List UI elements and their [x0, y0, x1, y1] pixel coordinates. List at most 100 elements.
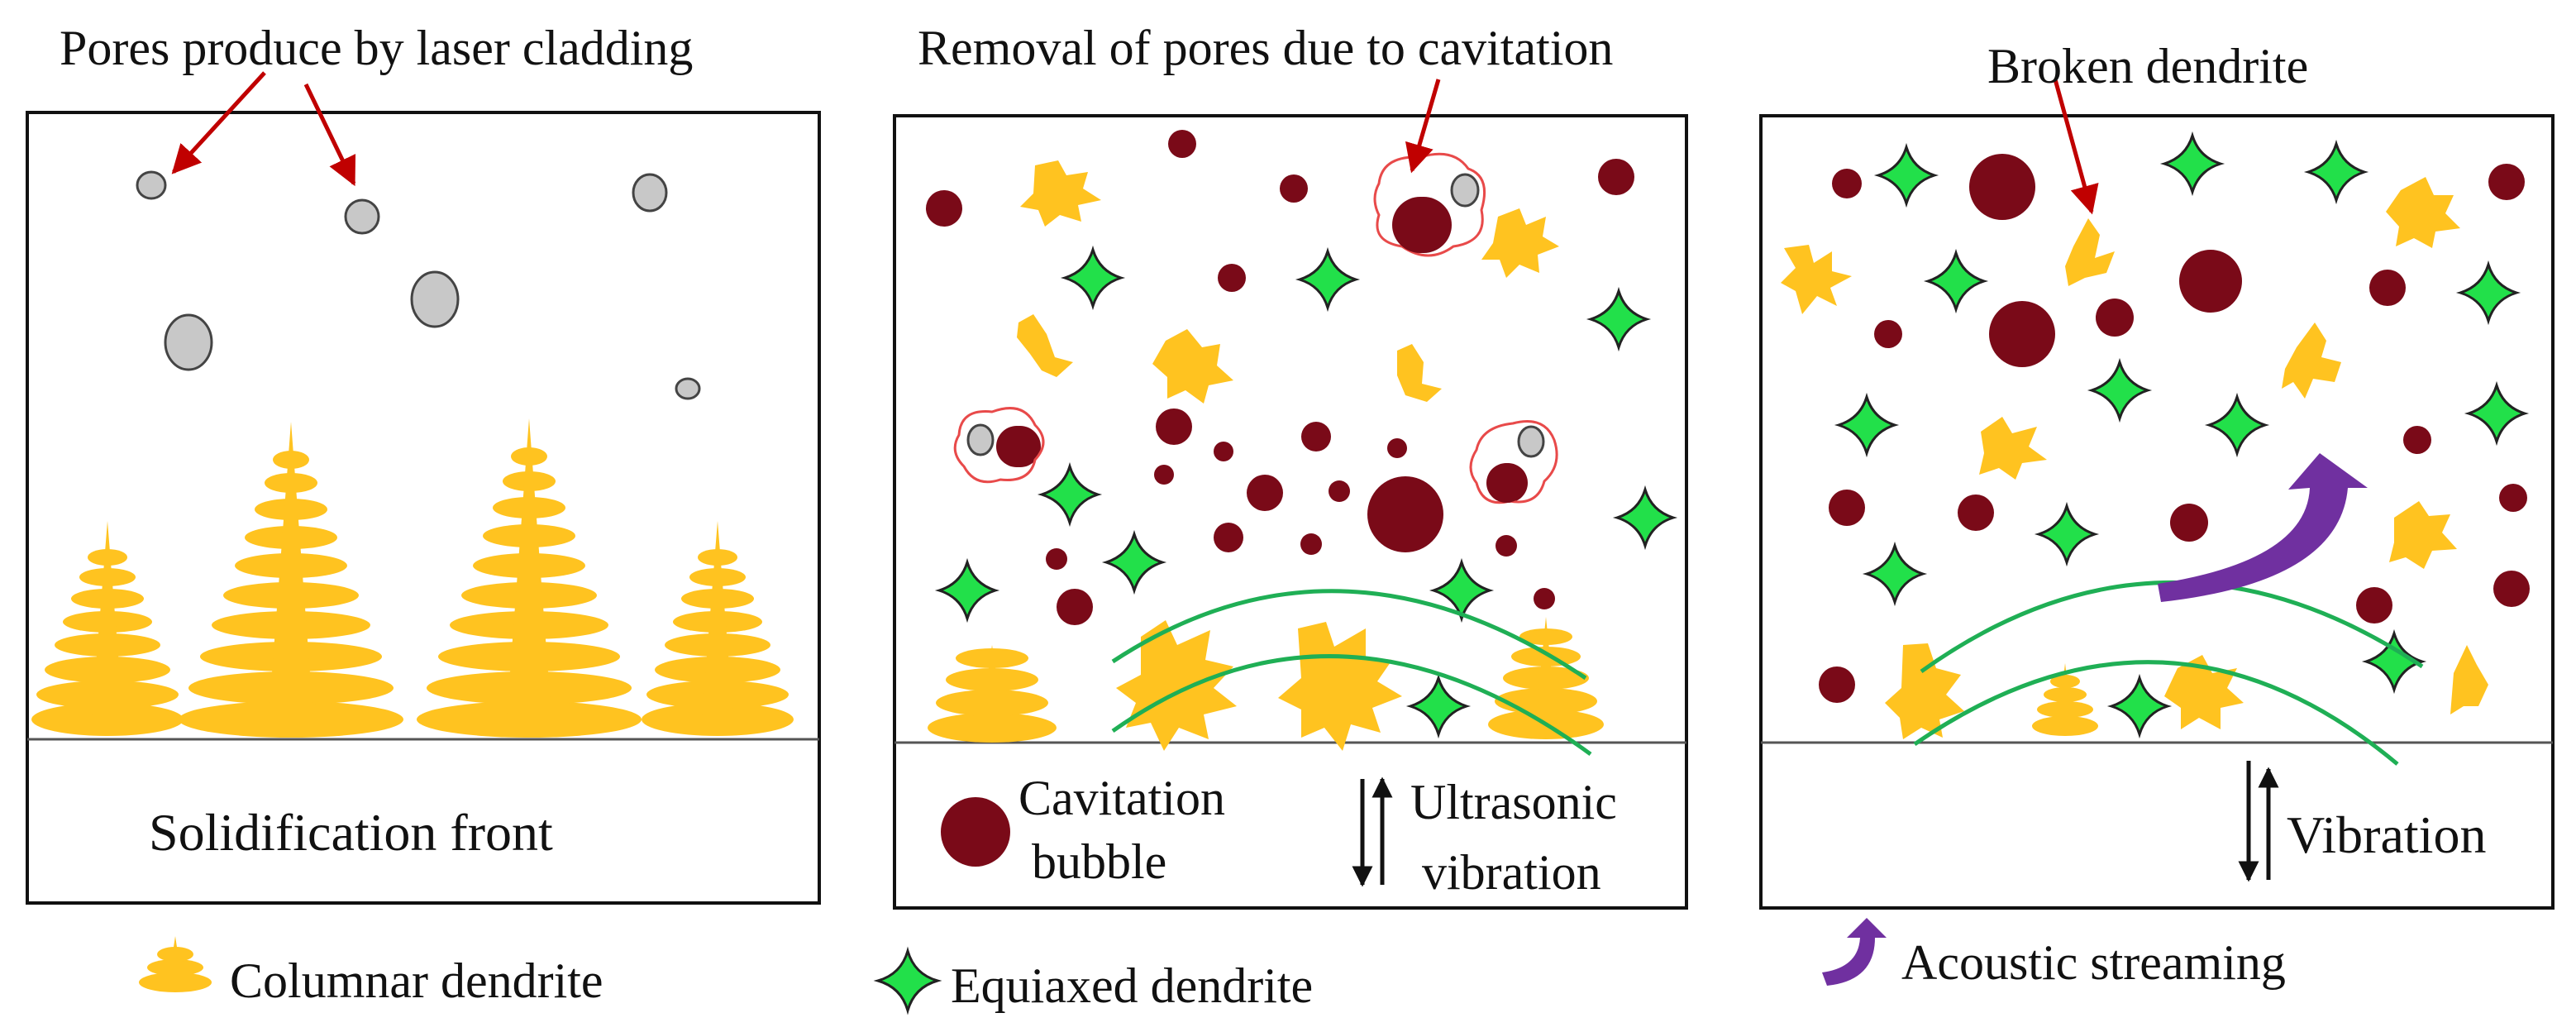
cavitation-bubble — [1832, 169, 1862, 198]
ultrasonic-vibration-label-line2: vibration — [1422, 845, 1601, 900]
broken-dendrite — [1397, 344, 1442, 402]
equiaxed-dendrite — [2159, 131, 2225, 197]
broken-dendrite — [1979, 417, 2047, 480]
panel2-title: Removal of pores due to cavitation — [918, 21, 1614, 75]
ultrasonic-vibration-label-line1: Ultrasonic — [1410, 775, 1617, 829]
cavitation-bubble — [2179, 250, 2242, 313]
legend-columnar-dendrite-label: Columnar dendrite — [230, 953, 603, 1008]
equiaxed-dendrite — [1037, 461, 1103, 528]
panel-cavitation — [893, 79, 1688, 910]
cavitation-bubble — [1046, 548, 1067, 570]
cavitation-bubble — [2493, 571, 2530, 607]
cavitation-bubble — [1534, 588, 1555, 609]
cavitation-bubble — [2170, 504, 2208, 542]
equiaxed-dendrite — [2455, 260, 2521, 326]
columnar-dendrite — [2032, 663, 2098, 736]
broken-dendrite — [1781, 245, 1852, 314]
cavitation-bubble-legend-icon — [941, 797, 1010, 867]
cavitation-bubble — [1301, 422, 1331, 452]
cavitation-bubble — [1874, 320, 1902, 348]
broken-dendrite — [1152, 329, 1233, 404]
cavitation-bubble — [1486, 463, 1526, 503]
cavitation-bubble — [1819, 666, 1855, 703]
cavitation-bubble — [2096, 299, 2134, 337]
pore — [136, 170, 167, 200]
cavitation-bubble — [1387, 438, 1407, 458]
cavitation-bubble — [1247, 475, 1283, 511]
legend-acoustic-streaming-label: Acoustic streaming — [1901, 935, 2286, 990]
columnar-dendrite — [642, 521, 794, 736]
cavitation-bubble — [1300, 533, 1322, 555]
pore — [410, 270, 460, 328]
cavitation-bubble — [926, 190, 962, 227]
broken-dendrite — [2065, 218, 2115, 286]
cavitation-bubble — [2369, 270, 2406, 306]
cavitation-bubble — [1280, 174, 1308, 203]
cavitation-bubble — [2403, 426, 2431, 454]
broken-dendrites — [1781, 177, 2488, 739]
columnar-dendrite-icon — [139, 936, 212, 992]
pore — [1450, 173, 1480, 208]
equiaxed-dendrite — [1586, 286, 1652, 352]
equiaxed-dendrites — [934, 245, 1678, 739]
broken-dendrite — [1481, 208, 1559, 278]
cavitation-bubble — [1367, 476, 1443, 552]
cavitation-bubble — [1154, 465, 1174, 485]
pore-arrows — [171, 71, 356, 187]
equiaxed-dendrite — [1295, 246, 1361, 313]
acoustic-streaming-arrow — [2158, 453, 2368, 602]
equiaxed-dendrite — [2106, 673, 2173, 739]
panel-streaming — [1759, 79, 2555, 910]
equiaxed-dendrite — [1923, 248, 1989, 314]
equiaxed-dendrite-icon — [873, 946, 942, 1015]
equiaxed-dendrite — [2087, 357, 2153, 423]
cavitation-bubble — [1329, 480, 1350, 502]
pore — [632, 173, 668, 213]
legend-equiaxed-dendrite-label: Equiaxed dendrite — [951, 958, 1314, 1013]
equiaxed-dendrite — [1834, 392, 1900, 458]
cavitation-bubble — [2356, 587, 2392, 624]
equiaxed-dendrites — [1834, 131, 2530, 739]
cavitation-bubble — [1989, 301, 2055, 367]
equiaxed-dendrite — [1429, 557, 1495, 624]
equiaxed-dendrite — [934, 557, 1000, 624]
equiaxed-dendrite — [2204, 392, 2270, 458]
equiaxed-dendrite — [2464, 380, 2530, 447]
acoustic-streaming-icon — [1822, 918, 1887, 986]
broken-dendrite — [2164, 655, 2244, 729]
vibration-arrows — [2238, 761, 2279, 882]
cavitation-bubble — [1969, 154, 2035, 220]
cavitation-bubble — [1214, 523, 1243, 552]
broken-dendrite-arrow — [2053, 79, 2099, 215]
ultrasonic-vibration-arrows — [1352, 776, 1393, 887]
panel1-title: Pores produce by laser cladding — [60, 21, 694, 75]
equiaxed-dendrite — [2361, 628, 2427, 695]
broken-dendrite — [1278, 622, 1402, 751]
cavitation-bubble — [996, 426, 1038, 467]
equiaxed-dendrite — [1873, 142, 1939, 208]
pore — [344, 198, 380, 235]
pore — [1517, 425, 1545, 458]
broken-dendrite — [2282, 322, 2341, 399]
cavitation-bubble-label-line1: Cavitation — [1018, 771, 1225, 825]
pore — [675, 377, 701, 400]
solidification-front-label: Solidification front — [149, 803, 553, 862]
broken-dendrite — [1017, 314, 1073, 377]
pore-removal-group — [953, 152, 1558, 504]
cavitation-bubble — [1218, 264, 1246, 292]
equiaxed-dendrite — [2303, 139, 2369, 205]
cavitation-bubbles — [1819, 154, 2530, 703]
cavitation-bubble — [2488, 164, 2525, 200]
cavitation-bubble-label-line2: bubble — [1032, 834, 1167, 889]
columnar-dendrites — [31, 418, 794, 738]
broken-dendrite — [1116, 620, 1237, 751]
columnar-dendrite — [417, 418, 642, 738]
cavitation-bubble — [2499, 484, 2527, 512]
cavitation-bubble — [1392, 197, 1448, 253]
cavitation-bubble — [1958, 494, 1994, 531]
broken-dendrite — [2386, 177, 2460, 248]
legend — [139, 918, 1887, 1015]
cavitation-bubble — [1168, 130, 1196, 158]
broken-dendrite — [1020, 160, 1101, 227]
pore — [164, 313, 213, 371]
